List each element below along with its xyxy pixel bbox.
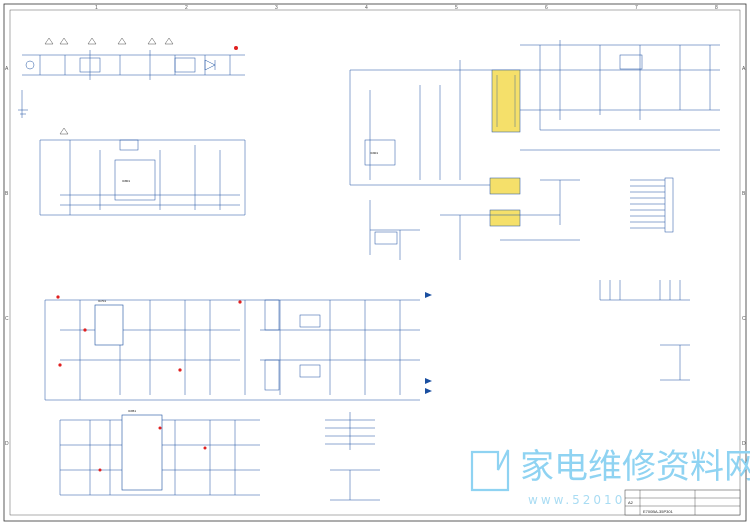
- edge-letter-c-right: C: [742, 316, 746, 322]
- edge-number-8: 8: [715, 5, 718, 11]
- output-connectors: [599, 177, 690, 381]
- title-block: E700BA-35P301 A2: [624, 489, 741, 516]
- title-block-rev: A2: [628, 500, 634, 505]
- inverter-ic-body: [94, 304, 124, 346]
- edge-letter-c: C: [5, 316, 9, 322]
- watermark: 家电维修资料网 www.520101.com: [470, 447, 750, 507]
- pfc-section: [39, 139, 246, 216]
- watermark-logo-icon: [470, 449, 510, 492]
- edge-number-6: 6: [545, 5, 548, 11]
- feedback-section: [369, 179, 580, 260]
- edge-number-2: 2: [185, 5, 188, 11]
- edge-letter-a-right: A: [742, 66, 746, 72]
- ac-input-marker-icon: [234, 46, 238, 50]
- optocoupler-2-highlight: [489, 209, 521, 227]
- title-block-model: E700BA-35P301: [643, 509, 674, 514]
- edge-number-5: 5: [455, 5, 458, 11]
- edge-number-7: 7: [635, 5, 638, 11]
- edge-labels: A B C D A B C D 1 2 3 4 5 6 7 8: [5, 5, 746, 447]
- emi-warning-icons: [44, 37, 174, 45]
- edge-number-3: 3: [275, 5, 278, 11]
- main-transformer-windings: [496, 75, 516, 127]
- edge-letter-b: B: [5, 191, 9, 197]
- inverter-ic-label: IC701: [98, 299, 106, 303]
- main-transformer-highlight: [491, 69, 521, 133]
- edge-letter-a: A: [5, 66, 9, 72]
- emi-filter-section: [18, 50, 245, 118]
- edge-number-1: 1: [95, 5, 98, 11]
- inverter-warning-markers: [56, 295, 242, 372]
- optocoupler-1-highlight: [489, 177, 521, 195]
- inverter-output-arrows: [425, 292, 432, 394]
- sheet-inner-border: [9, 9, 741, 516]
- edge-letter-b-right: B: [742, 191, 746, 197]
- edge-letter-d-right: D: [742, 441, 746, 447]
- main-pwm-ic-label: IC901: [370, 151, 378, 155]
- standby-ic-label: IC951: [128, 409, 136, 413]
- pfc-warning-icons: [59, 127, 69, 135]
- logic-section: [325, 412, 380, 501]
- inverter-section: [44, 299, 420, 401]
- main-pwm-section: [349, 40, 720, 186]
- watermark-cn-text: 家电维修资料网: [520, 447, 750, 487]
- edge-letter-d: D: [5, 441, 9, 447]
- edge-number-4: 4: [365, 5, 368, 11]
- pfc-ic-label: IC801: [122, 179, 130, 183]
- standby-ic-body: [121, 414, 163, 491]
- sheet-border: [3, 3, 747, 522]
- standby-warning-markers: [98, 426, 207, 472]
